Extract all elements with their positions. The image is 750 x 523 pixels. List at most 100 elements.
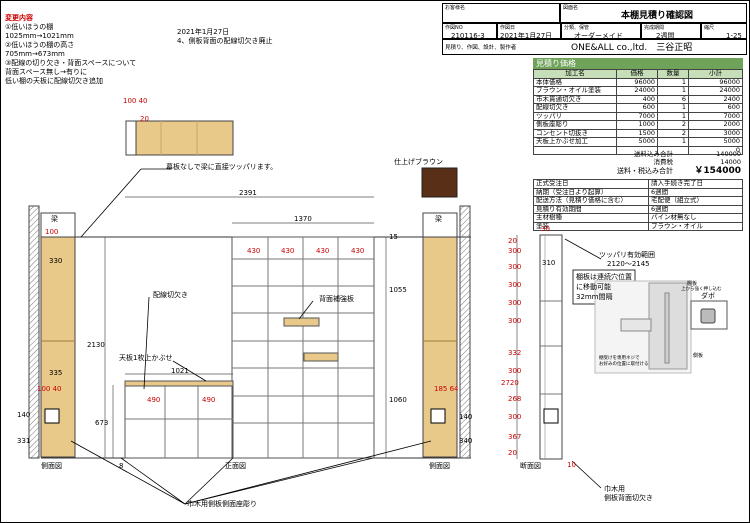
leader-section-bottom — [571, 460, 602, 489]
side-view-right-label: 側面図 — [429, 462, 450, 470]
drawing-name: 本棚見積り確認図 — [621, 11, 694, 21]
shelf-note: に移動可能 — [576, 283, 611, 291]
leader-back — [298, 300, 314, 320]
grand-total-label: 送料・税込み合計 — [617, 167, 673, 175]
dim-label: 10 — [567, 461, 576, 469]
dim-label: 2130 — [87, 341, 105, 349]
side-view-left-label: 側面図 — [41, 462, 62, 470]
section-dim: 300 — [508, 263, 522, 271]
low-unit-outline — [124, 384, 234, 459]
tsupp-range: 2120～2145 — [607, 260, 650, 268]
leader-bottom — [70, 440, 186, 505]
section-dim: 332 — [508, 349, 522, 357]
dim-label: 430 — [351, 247, 365, 255]
leader-bottom — [120, 457, 186, 505]
drawing-no-cell: 作図NO 210116-3 — [442, 23, 497, 40]
dim-label: 310 — [542, 259, 556, 267]
note-top-board: 天板1枚上かぶせ — [119, 354, 173, 362]
tax-label: 消費税 — [653, 157, 674, 166]
section-dim: 300 — [508, 247, 522, 255]
shelf-note: 棚板は連続穴位置 — [576, 273, 632, 281]
dim-label: 330 — [49, 257, 63, 265]
dim-label: 1055 — [389, 286, 407, 294]
top-detail-board — [125, 120, 234, 156]
back-panel — [283, 317, 320, 327]
leader-bottom — [184, 440, 432, 505]
table-row: 塗装ブラウン・オイル — [533, 221, 743, 231]
dim-label: 490 — [202, 396, 216, 404]
section-dim: 300 — [508, 299, 522, 307]
dim-label: 140 — [17, 411, 31, 419]
cell: ブラウン・オイル — [648, 221, 743, 231]
customer-cell: お客様名 — [442, 3, 560, 23]
section-dim: 20 — [508, 237, 517, 245]
left-beam — [40, 212, 76, 238]
top-detail-notch — [125, 120, 137, 156]
maker-label: 見積り、作図、設計、製作者 — [445, 45, 517, 51]
bottom-note-2: 巾木用 — [604, 485, 625, 493]
change-line: 1025mm→1021mm — [5, 32, 74, 40]
customer-label: お客様名 — [445, 5, 466, 11]
dowel-side-edge — [664, 292, 670, 364]
dim-label: 100 40 — [37, 385, 62, 393]
date-cell: 作図日 2021年1月27日 — [497, 23, 561, 40]
changes-heading: 変更内容 — [5, 14, 33, 22]
dim-label: 430 — [247, 247, 261, 255]
outlet-cutout-section — [543, 408, 559, 424]
shelf-note: 32mm間隔 — [576, 293, 613, 301]
change-note-4: 4、側板背面の配線切欠き廃止 — [177, 37, 273, 45]
dim-label: 430 — [316, 247, 330, 255]
dim-label: 1021 — [171, 367, 189, 375]
section-dim: 367 — [508, 433, 522, 441]
dim-label: 335 — [49, 369, 63, 377]
table-row: 0 — [533, 145, 743, 155]
maker-value: ONE&ALL co.,ltd. 三谷正昭 — [571, 43, 693, 53]
section-dim: 2720 — [501, 379, 519, 387]
delivery-label: 完成期間 — [644, 25, 665, 31]
change-line: ②低いほうの棚の高さ — [5, 41, 75, 49]
shipping-value: 140000 — [716, 150, 741, 158]
outlet-cutout-left — [44, 408, 60, 424]
dim-label: 490 — [147, 396, 161, 404]
tax-value: 14000 — [720, 157, 741, 166]
dowel-icon — [700, 308, 716, 324]
dim-label: 8 — [119, 462, 124, 470]
section-dim: 300 — [508, 367, 522, 375]
dowel-note: お好みの位置に取付ける — [599, 362, 649, 367]
dowel-note: 棚板 — [687, 281, 698, 287]
dim-label: 185 64 — [434, 385, 459, 393]
outlet-cutout-right — [430, 408, 446, 424]
leader-wiring — [143, 296, 150, 390]
dim-label: 1060 — [389, 396, 407, 404]
cell: 0 — [688, 145, 743, 155]
change-line: 低い棚の天板に配線切欠き追加 — [5, 77, 103, 85]
beam-label-right: 梁 — [435, 215, 442, 223]
dim-label: 430 — [281, 247, 295, 255]
grand-total-row: 送料・税込み合計￥154000 — [533, 166, 743, 177]
finish-swatch — [421, 167, 458, 198]
dim-label: 2391 — [239, 189, 257, 197]
leader-bottom — [184, 457, 234, 505]
note-back-panel: 背面補強板 — [319, 295, 354, 303]
section-dim: 300 — [508, 281, 522, 289]
section-dim: 20 — [508, 449, 517, 457]
category-label: 分類、保管 — [564, 25, 590, 31]
dowel-note: 側板 — [693, 353, 704, 359]
change-date: 2021年1月27日 — [177, 28, 230, 36]
change-line: 背面スペース無し→有りに — [5, 68, 88, 76]
section-view-label: 断面図 — [520, 462, 541, 470]
drawing-name-label: 図面名 — [563, 5, 579, 11]
dowel-note: 棚受けを専用ネジで — [599, 356, 640, 361]
category-value: オーダーメイド — [574, 32, 623, 40]
section-outline — [539, 234, 563, 460]
dim-label: 340 — [459, 437, 473, 445]
change-line: ③配線の切り欠き・背面スペースについて — [5, 59, 137, 67]
dim-label: 20 — [140, 115, 149, 123]
scale-cell: 縮尺 1-25 — [701, 23, 747, 40]
